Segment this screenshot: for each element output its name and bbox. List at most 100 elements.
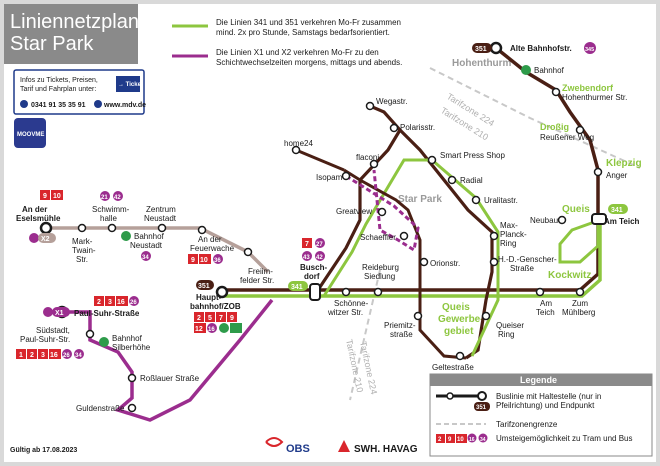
stop-isopam[interactable] <box>341 171 351 181</box>
info-phone[interactable]: 0341 91 35 35 91 <box>31 102 86 109</box>
stop-hauptbahnhof[interactable] <box>215 285 229 299</box>
stop-schwimmhalle[interactable] <box>107 223 117 233</box>
label-geltestrasse: Geltestraße <box>432 363 474 372</box>
svg-text:10: 10 <box>53 193 61 200</box>
label-am-teich-queis: Am Teich <box>604 217 640 226</box>
info-box <box>13 69 145 115</box>
stop-anger[interactable] <box>593 167 603 177</box>
stop-buschdorf[interactable] <box>309 283 321 301</box>
stop-guldenstrasse[interactable] <box>127 403 137 413</box>
svg-text:16: 16 <box>50 352 58 359</box>
stop-alte-bahnhofstr[interactable] <box>489 41 503 55</box>
info-web[interactable]: www.mdv.de <box>103 102 146 109</box>
stop-neubau[interactable] <box>557 215 567 225</box>
stop-priemitzstr[interactable] <box>413 311 423 321</box>
stop-eselsmuehle[interactable] <box>39 221 53 235</box>
area-queis-gw-1: Queis <box>442 302 470 313</box>
svg-text:16: 16 <box>208 327 215 333</box>
line-341-main[interactable] <box>222 220 602 298</box>
label-feuerwache-1: An der <box>198 235 222 244</box>
stop-rosslauer[interactable] <box>127 373 137 383</box>
stop-polarisstr[interactable] <box>389 123 399 133</box>
line-351-home24[interactable] <box>295 148 345 172</box>
ticket-badge[interactable] <box>116 76 140 92</box>
svg-text:341: 341 <box>611 207 623 214</box>
label-hauptbahnhof-2: bahnhof/ZOB <box>190 302 241 311</box>
svg-text:9: 9 <box>230 315 234 322</box>
stop-wegastr[interactable] <box>365 101 375 111</box>
footer-obs: OBS <box>286 443 310 455</box>
stop-freiimfelder[interactable] <box>243 247 253 257</box>
info-line2: Tarif und Fahrplan unter: <box>20 86 96 93</box>
area-kockwitz: Kockwitz <box>548 270 591 281</box>
area-starpark: Star Park <box>398 194 442 205</box>
label-freiimfelder-2: felder Str. <box>240 276 274 285</box>
line-341-queis-loop[interactable] <box>558 218 601 264</box>
stop-max-planck[interactable] <box>489 231 499 241</box>
line-x2-west[interactable] <box>46 226 270 274</box>
svg-text:26: 26 <box>130 300 137 306</box>
svg-text:26: 26 <box>63 353 70 359</box>
svg-text:16: 16 <box>469 437 475 443</box>
stop-radial[interactable] <box>447 175 457 185</box>
stop-bahnhof-silberhoehe[interactable] <box>99 337 109 347</box>
label-radial: Radial <box>460 176 483 185</box>
transfer-alte-bahnhof: 345 <box>584 42 596 54</box>
svg-text:345: 345 <box>585 47 594 53</box>
svg-text:351: 351 <box>475 46 487 53</box>
area-queis: Queis <box>562 204 590 215</box>
transfer-hbf: 2 5 7 9 12 16 <box>194 312 242 333</box>
stop-home24[interactable] <box>291 145 301 155</box>
stop-hohenthurmer[interactable] <box>551 87 561 97</box>
svg-text:X2: X2 <box>41 236 50 243</box>
ticket-badge-label: → Ticket <box>118 82 143 88</box>
stop-flaconi[interactable] <box>369 159 379 169</box>
stop-bahnhof-hohenthurm[interactable] <box>521 65 531 75</box>
stop-zentrum-neustadt[interactable] <box>157 223 167 233</box>
stop-suedstadt[interactable] <box>85 329 95 339</box>
label-mark-twain-3: Str. <box>76 255 88 264</box>
label-eselsmuehle-2: Eselsmühle <box>16 214 61 223</box>
area-queis-gw-2: Gewerbe- <box>438 314 484 325</box>
stop-am-teich-queis[interactable] <box>591 213 607 225</box>
label-neubau: Neubau <box>530 216 558 225</box>
stop-mark-twain[interactable] <box>77 223 87 233</box>
badge-341-am-teich: 341 <box>608 204 628 214</box>
note-green-1: Die Linien 341 und 351 verkehren Mo-Fr z… <box>216 18 401 27</box>
svg-text:3: 3 <box>41 352 45 359</box>
stop-zum-muehlberg[interactable] <box>575 287 585 297</box>
legend-title: Legende <box>520 375 557 385</box>
svg-text:5: 5 <box>208 315 212 322</box>
line-351-main[interactable] <box>222 46 600 292</box>
label-queiser-ring-1: Queiser <box>496 321 524 330</box>
label-eselsmuehle-1: An der <box>22 205 47 214</box>
stop-orionstr[interactable] <box>419 257 429 267</box>
stop-geltestrasse[interactable] <box>455 351 465 361</box>
line-x-starpark-dashed[interactable] <box>345 169 420 253</box>
network-map: Liniennetzplan Star Park Die Linien 341 … <box>4 4 653 457</box>
stop-schaeffler[interactable] <box>399 231 409 241</box>
label-hd-genscher-2: Straße <box>510 264 535 273</box>
stop-bahnhof-neustadt[interactable] <box>121 231 131 241</box>
stop-reideburg[interactable] <box>373 287 383 297</box>
line-x1-south[interactable] <box>62 298 274 422</box>
stop-queiser-ring[interactable] <box>481 311 491 321</box>
svg-text:2: 2 <box>30 352 34 359</box>
label-suedstadt-2: Paul-Suhr-Str. <box>20 335 70 344</box>
stop-feuerwache[interactable] <box>197 225 207 235</box>
label-hohenthurmer: Hohenthurmer Str. <box>562 93 627 102</box>
stop-smart-press[interactable] <box>427 155 437 165</box>
legend-box <box>429 373 653 457</box>
stop-schoennewitzer[interactable] <box>341 287 351 297</box>
legend-zone: Tarifzonengrenze <box>496 420 558 429</box>
stop-reussener[interactable] <box>575 125 585 135</box>
legend-header <box>430 374 652 386</box>
legend-transfer: Umsteigemöglichkeit zu Tram und Bus <box>496 434 633 443</box>
stop-am-teich-kockwitz[interactable] <box>535 287 545 297</box>
svg-text:351: 351 <box>198 283 210 290</box>
svg-text:3: 3 <box>108 299 112 306</box>
stop-greatview[interactable] <box>377 207 387 217</box>
transfer-buschdorf: 7 27 43 42 <box>302 238 325 261</box>
stop-hd-genscher[interactable] <box>489 257 499 267</box>
stop-uralitastr[interactable] <box>471 195 481 205</box>
